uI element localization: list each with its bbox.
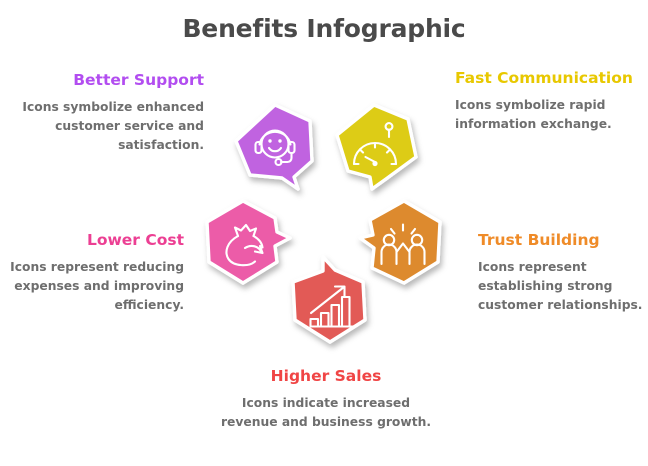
benefit-badge-trust-building[interactable] (356, 196, 450, 290)
hexagon-shape-fast-communication (335, 103, 418, 191)
benefit-badge-better-support[interactable] (228, 99, 322, 193)
page-title: Benefits Infographic (182, 14, 466, 43)
benefit-badge-lower-cost[interactable] (201, 196, 295, 290)
benefit-block-trust-building: Trust Building Icons represent establish… (478, 230, 646, 315)
benefit-heading-fast-communication: Fast Communication (455, 69, 633, 87)
people-highfive-icon (380, 223, 426, 266)
benefit-body-better-support: Icons symbolize enhanced customer servic… (22, 99, 204, 153)
benefit-badge-higher-sales[interactable] (283, 254, 377, 348)
benefit-body-fast-communication: Icons symbolize rapid information exchan… (455, 97, 612, 131)
benefit-heading-lower-cost: Lower Cost (86, 231, 184, 249)
benefit-body-trust-building: Icons represent establishing strong cust… (478, 259, 643, 313)
speedometer-icon (352, 122, 398, 167)
benefit-block-higher-sales: Higher Sales Icons indicate increased re… (216, 366, 436, 432)
benefit-body-lower-cost: Icons represent reducing expenses and im… (10, 259, 184, 313)
hexagon-shape-trust-building (358, 199, 442, 285)
benefit-block-fast-communication: Fast Communication Icons symbolize rapid… (455, 68, 641, 134)
headset-smiley-icon (254, 129, 296, 167)
bar-chart-growth-icon (309, 285, 355, 328)
hexagon-shape-lower-cost (205, 199, 292, 285)
benefit-heading-higher-sales: Higher Sales (270, 367, 382, 385)
benefit-badge-fast-communication[interactable] (330, 99, 424, 193)
benefit-block-better-support: Better Support Icons symbolize enhanced … (8, 70, 204, 155)
benefit-heading-trust-building: Trust Building (478, 231, 600, 249)
benefit-block-lower-cost: Lower Cost Icons represent reducing expe… (8, 230, 184, 315)
benefit-heading-better-support: Better Support (73, 71, 204, 89)
money-bag-arrow-icon (225, 223, 264, 267)
hexagon-shape-better-support (234, 103, 314, 191)
benefit-body-higher-sales: Icons indicate increased revenue and bus… (220, 395, 432, 429)
